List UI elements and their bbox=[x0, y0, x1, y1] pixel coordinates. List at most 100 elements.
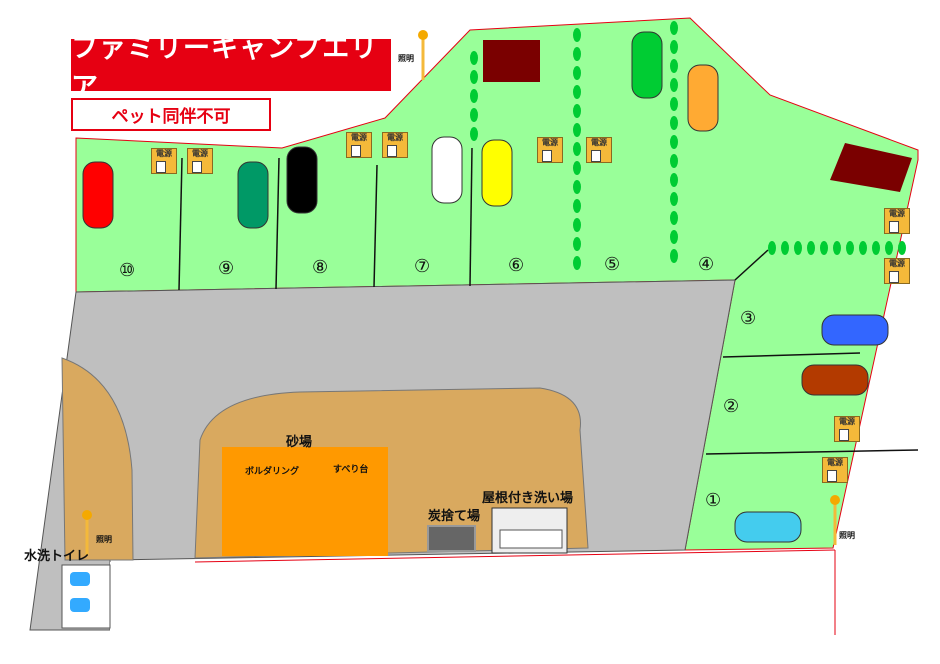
tree-icon bbox=[573, 123, 581, 137]
outlet-icon bbox=[827, 470, 837, 482]
power-outlet-sign: 電源 bbox=[884, 208, 910, 234]
lighting-poles bbox=[82, 30, 840, 555]
tree-icon bbox=[470, 70, 478, 84]
area-title: ファミリーキャンプエリア bbox=[71, 33, 391, 103]
outlet-icon bbox=[542, 150, 552, 162]
tree-icon bbox=[794, 241, 802, 255]
lighting-label: 照明 bbox=[398, 54, 414, 63]
lamp-light-icon bbox=[82, 510, 92, 520]
tree-icon bbox=[781, 241, 789, 255]
tree-icon bbox=[670, 192, 678, 206]
power-outlet-sign: 電源 bbox=[586, 137, 612, 163]
tree-icon bbox=[670, 21, 678, 35]
spot-number: ④ bbox=[698, 254, 715, 275]
outlet-icon bbox=[839, 429, 849, 441]
spot-number: ⑤ bbox=[604, 254, 621, 275]
lamp-light-icon bbox=[418, 30, 428, 40]
tree-icon bbox=[885, 241, 893, 255]
power-outlet-sign: 電源 bbox=[822, 457, 848, 483]
outlet-icon bbox=[156, 161, 166, 173]
toilet-icon bbox=[70, 572, 90, 586]
tree-icon bbox=[470, 108, 478, 122]
outlet-icon bbox=[591, 150, 601, 162]
power-label: 電源 bbox=[351, 133, 367, 142]
wash-station bbox=[491, 507, 568, 554]
toilet-label: 水洗トイレ bbox=[24, 549, 90, 564]
power-outlet-sign: 電源 bbox=[382, 132, 408, 158]
outlet-icon bbox=[387, 145, 397, 157]
power-outlet-sign: 電源 bbox=[884, 258, 910, 284]
car-icon bbox=[631, 31, 663, 99]
road-bottom bbox=[110, 550, 835, 635]
power-outlet-sign: 電源 bbox=[346, 132, 372, 158]
play-area bbox=[222, 447, 388, 556]
tree-icon bbox=[573, 237, 581, 251]
pet-notice: ペット同伴不可 bbox=[71, 98, 271, 131]
tree-icon bbox=[573, 85, 581, 99]
lighting-label: 照明 bbox=[839, 531, 855, 540]
tree-icon bbox=[573, 199, 581, 213]
car-icon bbox=[82, 161, 114, 229]
power-outlet-sign: 電源 bbox=[834, 416, 860, 442]
power-label: 電源 bbox=[591, 138, 607, 147]
tree-icon bbox=[859, 241, 867, 255]
car-icon bbox=[687, 64, 719, 132]
spot-number: ② bbox=[723, 396, 740, 417]
tree-icon bbox=[573, 180, 581, 194]
tree-icon bbox=[573, 66, 581, 80]
spot-number: ⑧ bbox=[312, 257, 329, 278]
car-icon bbox=[431, 136, 463, 204]
toilet-icon bbox=[70, 598, 90, 612]
lamp-light-icon bbox=[830, 495, 840, 505]
tree-icon bbox=[846, 241, 854, 255]
outlet-icon bbox=[192, 161, 202, 173]
charcoal-bin bbox=[427, 525, 476, 552]
tree-icon bbox=[670, 78, 678, 92]
charcoal-label: 炭捨て場 bbox=[428, 509, 481, 524]
tree-icon bbox=[573, 256, 581, 270]
spot-dividers bbox=[178, 147, 919, 455]
outlet-icon bbox=[889, 221, 899, 233]
slide-label: すべり台 bbox=[333, 465, 369, 475]
tree-icon bbox=[670, 59, 678, 73]
sandbox-label: 砂場 bbox=[286, 435, 313, 450]
tree-icon bbox=[470, 89, 478, 103]
tree-icon bbox=[470, 51, 478, 65]
lighting-label: 照明 bbox=[96, 535, 112, 544]
spot-number: ① bbox=[705, 490, 722, 511]
spot-number: ⑥ bbox=[508, 255, 525, 276]
power-label: 電源 bbox=[827, 458, 843, 467]
power-label: 電源 bbox=[387, 133, 403, 142]
tree-icon bbox=[670, 211, 678, 225]
tree-icon bbox=[820, 241, 828, 255]
outlet-icon bbox=[889, 271, 899, 283]
car-icon bbox=[734, 511, 802, 543]
car-icon bbox=[237, 161, 269, 229]
car-icon bbox=[821, 314, 889, 346]
spot-number: ③ bbox=[740, 308, 757, 329]
tree-icon bbox=[573, 104, 581, 118]
tree-icon bbox=[573, 142, 581, 156]
car-icon bbox=[801, 364, 869, 396]
tree-icon bbox=[670, 249, 678, 263]
power-label: 電源 bbox=[156, 149, 172, 158]
tree-icon bbox=[670, 230, 678, 244]
power-outlet-sign: 電源 bbox=[537, 137, 563, 163]
roofed-shelter-top bbox=[483, 40, 540, 82]
spot-number: ⑦ bbox=[414, 256, 431, 277]
tree-icon bbox=[670, 97, 678, 111]
power-label: 電源 bbox=[889, 259, 905, 268]
tree-icon bbox=[470, 127, 478, 141]
spot-number: ⑩ bbox=[119, 260, 136, 281]
tree-icon bbox=[670, 154, 678, 168]
tree-icon bbox=[573, 28, 581, 42]
power-label: 電源 bbox=[889, 209, 905, 218]
tree-icon bbox=[898, 241, 906, 255]
cars bbox=[82, 31, 889, 543]
tree-rows bbox=[470, 21, 906, 270]
roofed-shelter-right bbox=[830, 143, 912, 192]
power-outlet-sign: 電源 bbox=[151, 148, 177, 174]
tree-icon bbox=[573, 218, 581, 232]
tree-icon bbox=[833, 241, 841, 255]
